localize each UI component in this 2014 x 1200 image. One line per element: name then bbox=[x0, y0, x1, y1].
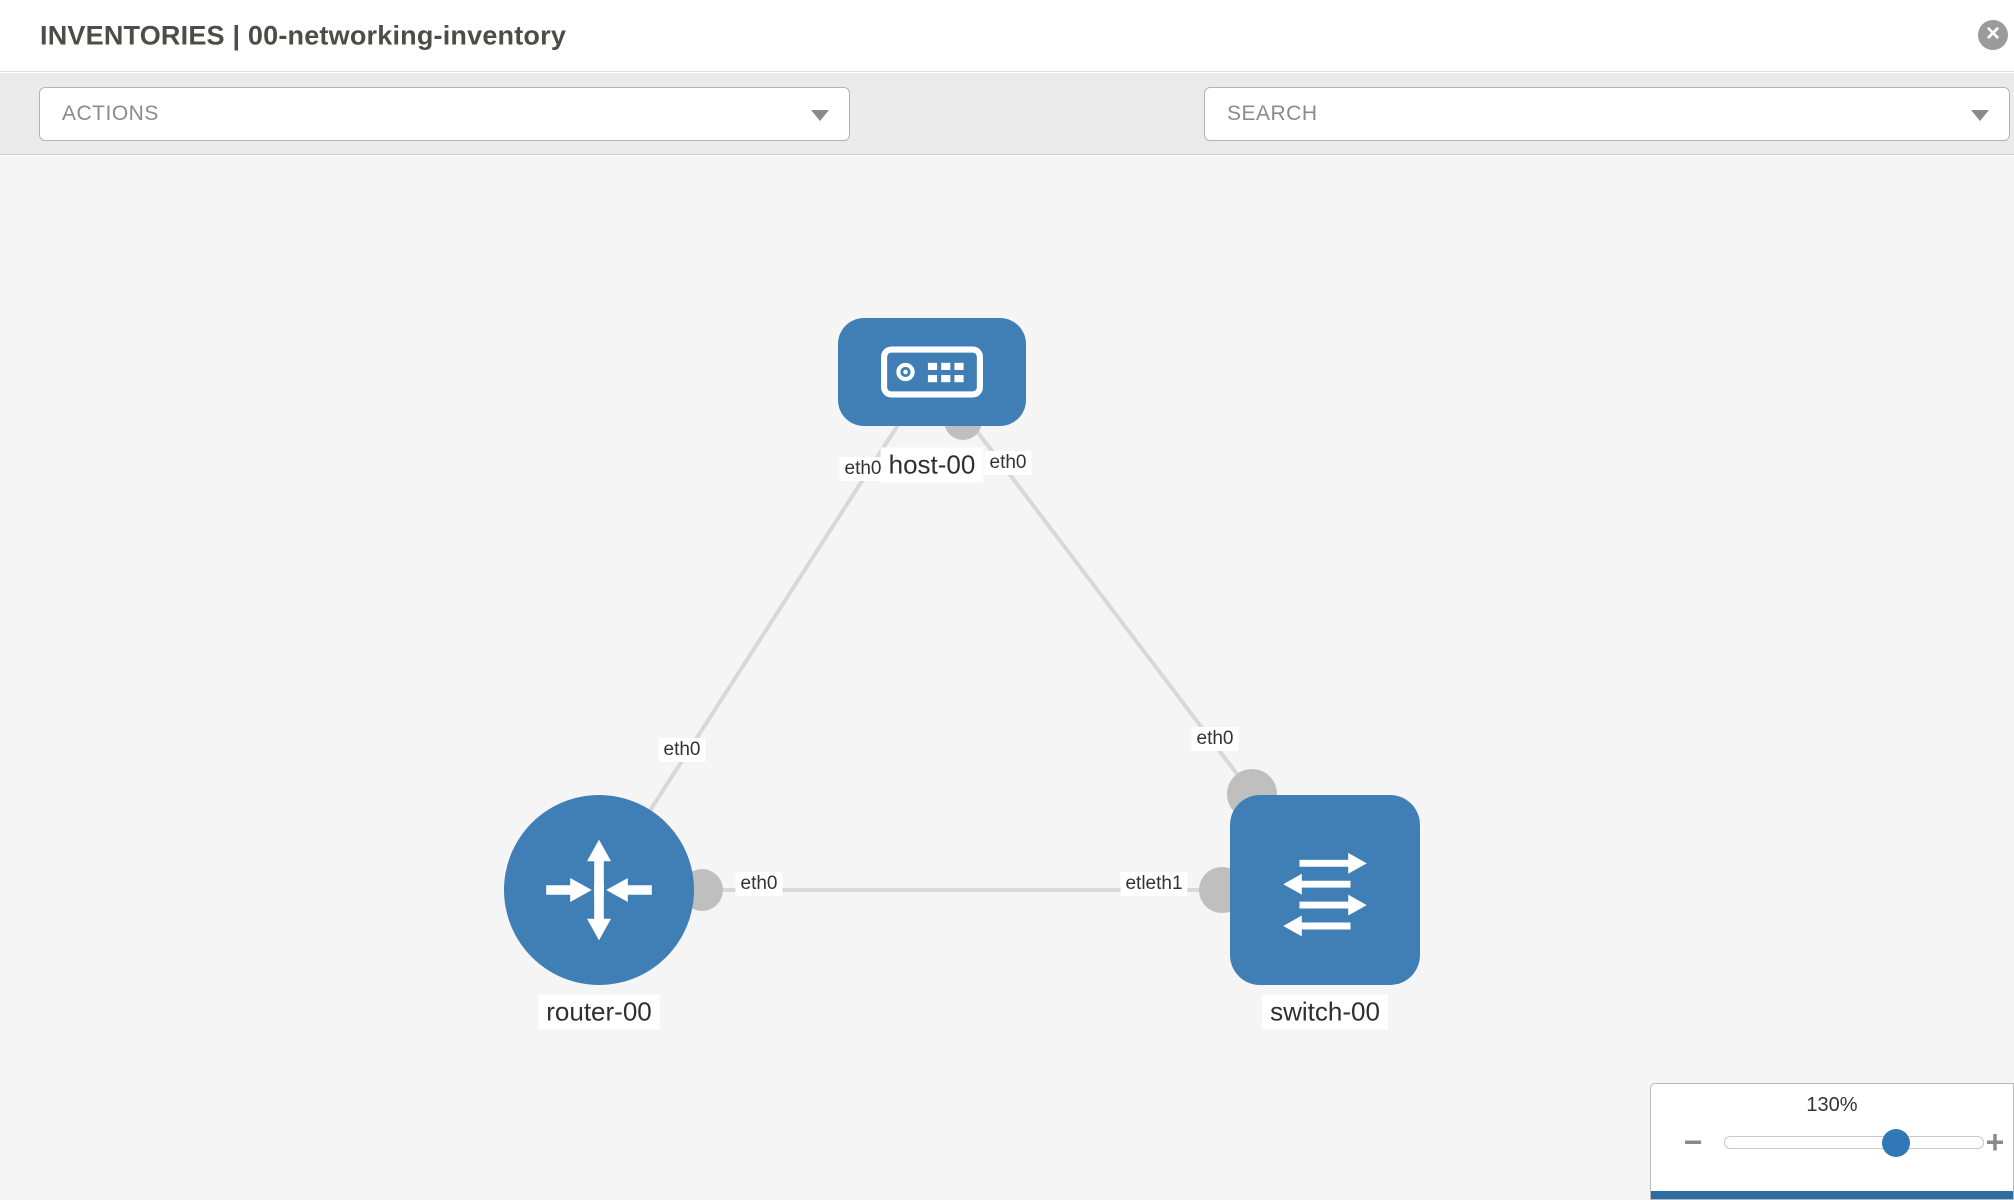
interface-label: etleth1 bbox=[1120, 872, 1188, 896]
host-icon bbox=[881, 346, 983, 398]
close-button[interactable]: × bbox=[1978, 20, 2008, 50]
interface-label: eth0 bbox=[984, 451, 1032, 475]
toolbar: ACTIONS SEARCH bbox=[0, 73, 2014, 204]
topology-links-layer bbox=[597, 370, 1327, 913]
node-host-00[interactable] bbox=[838, 318, 1026, 426]
router-icon bbox=[546, 839, 652, 941]
switch-icon bbox=[1283, 852, 1367, 937]
header: INVENTORIES | 00-networking-inventory × bbox=[0, 0, 2014, 72]
node-router-00[interactable] bbox=[504, 795, 694, 985]
search-dropdown-label: SEARCH bbox=[1227, 102, 1318, 125]
zoom-panel: 130% − + bbox=[1650, 1083, 2014, 1200]
node-label-host: host-00 bbox=[880, 447, 984, 483]
node-switch-00[interactable] bbox=[1230, 795, 1420, 985]
zoom-in-button[interactable]: + bbox=[1985, 1124, 2005, 1160]
zoom-slider-handle[interactable] bbox=[1882, 1129, 1910, 1157]
node-label-switch: switch-00 bbox=[1262, 994, 1388, 1030]
zoom-out-button[interactable]: − bbox=[1683, 1124, 1703, 1160]
actions-dropdown[interactable]: ACTIONS bbox=[39, 87, 850, 141]
interface-label: eth0 bbox=[735, 872, 783, 896]
page-title: INVENTORIES | 00-networking-inventory bbox=[40, 20, 567, 50]
interface-label: eth0 bbox=[839, 457, 887, 481]
topology-canvas[interactable]: host-00 router-00 switch-00 eth0 eth0 et… bbox=[0, 156, 2014, 1200]
chevron-down-icon bbox=[811, 110, 829, 121]
node-label-router: router-00 bbox=[538, 994, 660, 1030]
close-icon: × bbox=[1985, 20, 2000, 47]
interface-label: eth0 bbox=[658, 738, 706, 762]
interface-label: eth0 bbox=[1191, 727, 1239, 751]
zoom-slider-track[interactable] bbox=[1724, 1136, 1984, 1149]
chevron-down-icon bbox=[1971, 110, 1989, 121]
zoom-level: 130% bbox=[1806, 1094, 1858, 1116]
footer-bar bbox=[1651, 1191, 2013, 1199]
actions-dropdown-label: ACTIONS bbox=[62, 102, 159, 125]
search-dropdown[interactable]: SEARCH bbox=[1204, 87, 2010, 141]
